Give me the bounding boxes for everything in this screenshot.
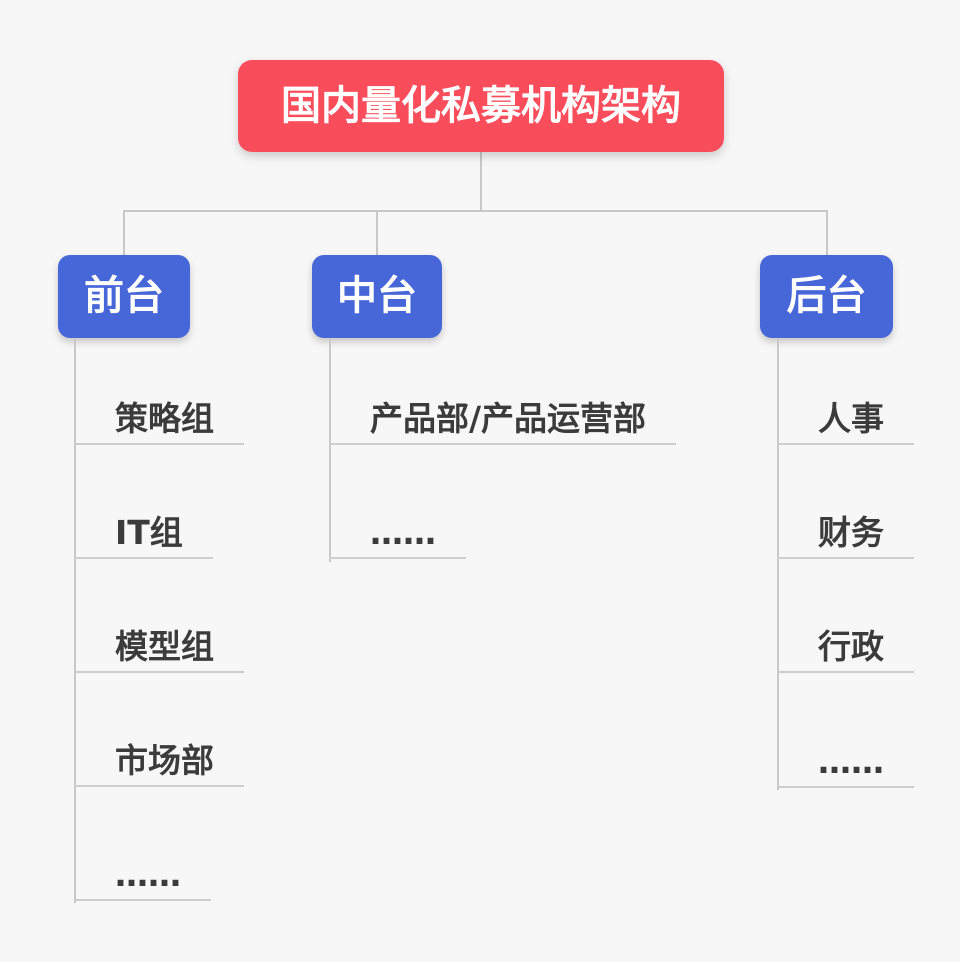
branch-node-middle-office[interactable]: 中台 <box>312 255 442 338</box>
child-node-middle-office-ellipsis[interactable]: …… <box>329 509 466 559</box>
child-node-marketing-dept[interactable]: 市场部 <box>74 737 244 787</box>
child-node-it-group[interactable]: IT组 <box>74 509 213 559</box>
child-node-model-group[interactable]: 模型组 <box>74 623 244 673</box>
child-node-back-office-ellipsis[interactable]: …… <box>777 738 914 788</box>
root-node-title[interactable]: 国内量化私募机构架构 <box>238 60 724 152</box>
connector-drop-back-office <box>826 210 828 255</box>
middle-office-children-rail <box>329 339 331 562</box>
child-node-finance[interactable]: 财务 <box>777 509 914 559</box>
back-office-children-rail <box>777 339 779 790</box>
child-node-front-office-ellipsis[interactable]: …… <box>74 851 211 901</box>
connector-branch-rail <box>123 210 828 212</box>
child-node-admin[interactable]: 行政 <box>777 623 914 673</box>
connector-drop-middle-office <box>376 210 378 255</box>
front-office-children-rail <box>74 339 76 903</box>
child-node-strategy-group[interactable]: 策略组 <box>74 395 244 445</box>
child-node-hr[interactable]: 人事 <box>777 395 914 445</box>
connector-drop-front-office <box>123 210 125 255</box>
connector-root-stem <box>480 152 482 210</box>
branch-node-front-office[interactable]: 前台 <box>58 255 190 338</box>
child-node-product-dept[interactable]: 产品部/产品运营部 <box>329 395 677 445</box>
branch-node-back-office[interactable]: 后台 <box>760 255 893 338</box>
